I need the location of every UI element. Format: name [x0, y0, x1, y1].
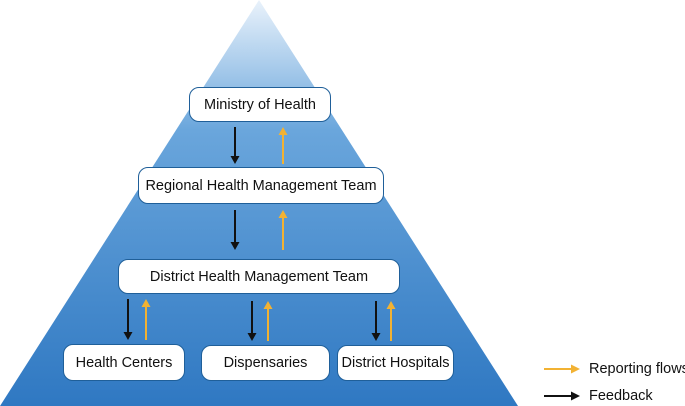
- feedback-arrow-district-to-district_hospitals: [371, 301, 381, 341]
- node-dispensaries: Dispensaries: [201, 345, 330, 381]
- legend-feedback: Feedback: [543, 388, 653, 404]
- reporting-arrow-icon: [544, 364, 580, 374]
- legend-reporting: Reporting flows: [543, 361, 685, 377]
- node-regional-team: Regional Health Management Team: [138, 167, 384, 204]
- legend-feedback-label: Feedback: [589, 388, 653, 404]
- reporting-arrow-district_hospitals-to-district: [386, 301, 396, 341]
- node-district-team: District Health Management Team: [118, 259, 400, 294]
- reporting-arrow-health_centers-to-district: [141, 299, 151, 340]
- node-ministry-of-health: Ministry of Health: [189, 87, 331, 122]
- node-health-centers: Health Centers: [63, 344, 185, 381]
- reporting-arrow-dispensaries-to-district: [263, 301, 273, 341]
- feedback-arrow-district-to-dispensaries: [247, 301, 257, 341]
- reporting-arrow-district-to-regional: [278, 210, 288, 250]
- feedback-arrow-ministry-to-regional: [230, 127, 240, 164]
- legend-reporting-label: Reporting flows: [589, 361, 685, 377]
- feedback-arrow-district-to-health_centers: [123, 299, 133, 340]
- feedback-arrow-regional-to-district: [230, 210, 240, 250]
- feedback-arrow-icon: [544, 391, 580, 401]
- flow-arrows: [123, 127, 396, 341]
- reporting-arrow-regional-to-ministry: [278, 127, 288, 164]
- node-district-hospitals: District Hospitals: [337, 345, 454, 381]
